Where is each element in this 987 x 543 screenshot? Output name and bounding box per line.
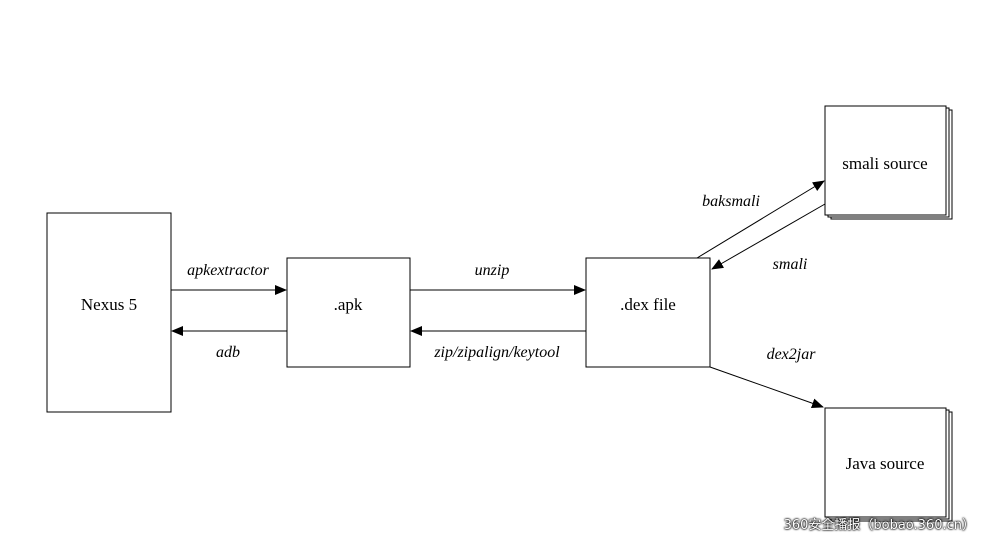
edge-unzip: unzip: [410, 262, 586, 295]
edge-apkextractor: apkextractor: [171, 262, 287, 295]
edge-zip: zip/zipalign/keytool: [410, 326, 586, 361]
node-smali-source-label: smali source: [842, 154, 927, 173]
edge-dex2jar: dex2jar: [709, 346, 824, 409]
edge-baksmali: baksmali: [696, 180, 825, 259]
node-java-source: Java source: [824, 407, 953, 522]
node-smali-source: smali source: [824, 105, 953, 220]
node-java-source-label: Java source: [846, 454, 925, 473]
edge-unzip-label: unzip: [475, 262, 510, 279]
node-dex: .dex file: [585, 257, 711, 368]
node-apk: .apk: [286, 257, 411, 368]
edge-smali-label: smali: [773, 256, 808, 273]
edge-baksmali-label: baksmali: [702, 193, 760, 210]
edge-adb: adb: [171, 326, 287, 361]
edge-apkextractor-label: apkextractor: [187, 262, 270, 279]
edge-smali: smali: [711, 203, 826, 273]
node-dex-label: .dex file: [620, 295, 676, 314]
node-nexus: Nexus 5: [46, 212, 172, 413]
edge-zip-label: zip/zipalign/keytool: [433, 344, 560, 361]
watermark-text: 360安全播报（bobao.360.cn）: [783, 518, 975, 533]
node-apk-label: .apk: [334, 295, 363, 314]
node-nexus-label: Nexus 5: [81, 295, 137, 314]
edge-dex2jar-label: dex2jar: [767, 346, 817, 363]
edge-adb-label: adb: [216, 344, 240, 361]
